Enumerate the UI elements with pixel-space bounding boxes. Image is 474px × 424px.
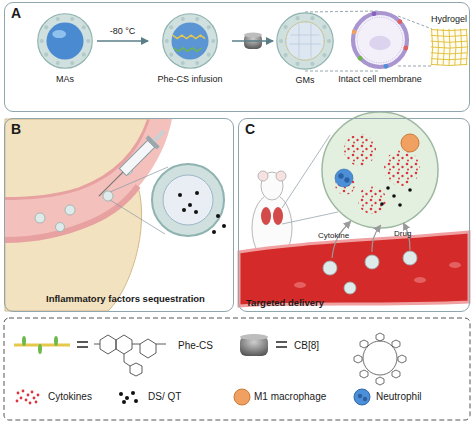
sphere-node: MAs [33,12,97,100]
panel-box: C [238,118,470,312]
panel-box: A MAs Phe-CS infusion GMsIntact cell membra… [4,2,470,112]
microsphere-shape [36,12,94,70]
node-label: MAs [33,75,97,85]
legend-label: DS/ QT [148,391,181,402]
legend-samples [14,333,406,385]
panel-letter: C [245,122,255,137]
mouse-and-vessel [239,112,469,306]
panel-box: B [4,118,234,312]
panel-letter: A [11,6,21,21]
panel-letter: B [11,122,21,137]
legend-label: Cytokines [48,391,92,402]
node-label: GMs [273,76,337,86]
legend-swatch [14,388,42,406]
membrane-node: Intact cell membrane [335,10,425,100]
legend-label: Neutrophil [376,391,422,402]
legend-swatch [352,388,380,406]
microsphere-shape [161,12,219,70]
process-arrow [232,40,273,42]
hydrogel-node: Hydrogel [430,14,468,68]
sphere-node: GMs [273,11,337,100]
caption-label: Inflammatory factors sequestration [46,294,205,304]
caption-label: Targeted delivery [246,298,324,308]
legend-swatch [116,388,144,406]
microsphere-shape [275,11,335,71]
arrow-label: Drug [394,230,411,239]
edge-label: -80 °C [110,27,136,37]
node-label: Hydrogel [424,15,474,25]
cb8-icon [244,33,262,50]
process-arrow [97,40,148,42]
node-label: Intact cell membrane [335,75,425,85]
legend-label: Phe-CS [178,340,213,351]
node-label: Phe-CS infusion [148,75,232,85]
sphere-node: Phe-CS infusion [148,12,232,100]
legend-label: CB[8] [294,340,319,351]
legend-label: M1 macrophage [254,391,326,402]
microsphere-shape [350,10,410,70]
arrow-label: Cytokine [318,232,349,241]
hydrogel-mesh [430,28,468,66]
joint-illustration [5,119,226,311]
legend-box [4,318,470,420]
